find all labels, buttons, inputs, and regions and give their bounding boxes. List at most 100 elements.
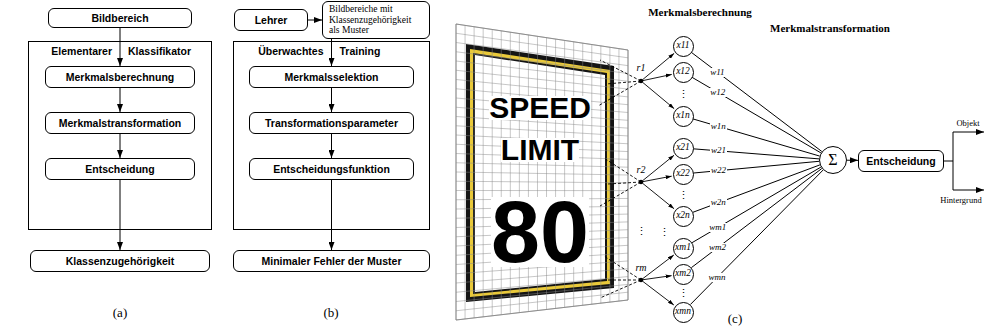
connector	[120, 134, 121, 158]
pattern-box: Bildbereiche mit Klassenzugehörigkeit al…	[322, 1, 430, 38]
connector	[120, 180, 121, 250]
region-point	[639, 180, 644, 185]
weight-label: wm1	[708, 223, 727, 232]
node-label: x11	[676, 41, 689, 51]
weight-label: w22	[710, 166, 727, 175]
grid-line	[456, 126, 628, 136]
process-box: Entscheidungsfunktion	[249, 158, 414, 180]
classifier-frame: ElementarerKlassifikatorMerkmalsberechnu…	[28, 41, 212, 230]
node-label: xm2	[675, 269, 691, 279]
region-point	[639, 278, 644, 283]
connector	[331, 39, 332, 66]
grid-line	[456, 181, 628, 183]
connector	[690, 170, 823, 305]
node-label: x22	[676, 169, 690, 179]
node-label: x21	[676, 143, 690, 153]
weight-label: w11	[709, 68, 725, 77]
sign-text: 80	[491, 197, 589, 267]
feature-line	[643, 276, 672, 280]
frame-title: Überwachtes	[234, 45, 324, 57]
node-label: xm1	[675, 243, 691, 253]
grid-line	[456, 61, 628, 81]
process-box: Merkmalstransformation	[45, 112, 195, 134]
frame-header: ElementarerKlassifikator	[29, 45, 211, 57]
connector	[693, 119, 819, 156]
weight-label: wm2	[708, 243, 727, 252]
connector	[692, 167, 821, 243]
feature-node: x2n	[673, 206, 694, 227]
node-label: Transformationsparameter	[265, 117, 398, 129]
panel-letter: (a)	[113, 306, 127, 319]
input-box: Bildbereich	[48, 8, 192, 28]
grid-line	[456, 284, 628, 301]
output-line	[953, 132, 954, 190]
node-label: Bildbereich	[91, 12, 148, 24]
grid-line	[456, 190, 628, 191]
teacher-box: Lehrer	[234, 9, 308, 31]
region-ray	[600, 280, 641, 298]
stage-heading: Merkmalstransformation	[770, 23, 890, 34]
node-label: x2n	[676, 211, 690, 221]
feature-line	[643, 255, 674, 279]
weight-label: w2n	[710, 198, 727, 207]
ellipsis-mark: ⋮	[678, 288, 689, 299]
node-label: Entscheidung	[866, 155, 935, 167]
output-box: Minimaler Fehler der Muster	[233, 250, 430, 272]
feature-node: x22	[673, 164, 694, 185]
node-label: Lehrer	[255, 14, 288, 26]
grid-line	[456, 70, 628, 89]
weight-label: w1n	[710, 122, 727, 131]
region-ray	[608, 280, 641, 281]
sign-rim	[470, 49, 610, 297]
process-box: Merkmalsselektion	[249, 66, 414, 88]
feature-line	[643, 155, 675, 181]
sign-text: LIMIT	[501, 138, 579, 162]
sum-node: Σ	[819, 146, 847, 174]
weight-label: w21	[710, 146, 727, 155]
node-label: Merkmalsberechnung	[66, 71, 175, 83]
feature-line	[643, 176, 672, 181]
connector	[331, 88, 332, 112]
feature-line	[643, 82, 675, 108]
node-label: Klassenzugehörigkeit	[66, 255, 175, 267]
grid-line	[456, 52, 628, 74]
ellipsis-mark: ⋮	[659, 227, 670, 238]
region-label: r2	[637, 165, 646, 175]
panel-letter: (c)	[728, 312, 742, 325]
stage-heading: Merkmalsberechnung	[648, 7, 752, 18]
node-label: x1n	[676, 111, 690, 121]
ellipsis-mark: ⋮	[678, 190, 689, 201]
feature-line	[643, 74, 672, 80]
feature-node: xmn	[673, 302, 694, 323]
grid-line	[456, 300, 628, 320]
sign-text: SPEED	[489, 96, 591, 120]
node-label: xmn	[675, 307, 691, 317]
output-arrows	[944, 132, 984, 190]
node-label: Merkmalstransformation	[59, 117, 182, 129]
feature-node: x1n	[673, 106, 694, 127]
grid-line	[456, 163, 628, 167]
connector	[308, 20, 322, 21]
output-label: Objekt	[956, 119, 979, 128]
node-label: Bildbereiche mit Klassenzugehörigkeit al…	[329, 4, 423, 35]
region-point	[639, 79, 644, 84]
pixel-grid	[456, 24, 628, 320]
output-line	[953, 132, 984, 133]
connector	[692, 77, 821, 153]
ellipsis-mark: ⋮	[636, 226, 647, 237]
region-rays	[598, 53, 674, 305]
grid-panel	[456, 24, 628, 320]
frame-header: ÜberwachtesTraining	[234, 45, 429, 57]
grid-line	[456, 292, 628, 311]
node-label: Merkmalsselektion	[285, 71, 379, 83]
feature-line	[643, 53, 675, 79]
output-label: Hintergrund	[940, 196, 981, 205]
feature-node: x11	[673, 36, 694, 57]
connectors	[120, 20, 858, 305]
region-ray	[604, 158, 641, 182]
feature-node: x21	[673, 138, 694, 159]
region-ray	[608, 182, 641, 184]
node-label: Entscheidung	[85, 163, 154, 175]
